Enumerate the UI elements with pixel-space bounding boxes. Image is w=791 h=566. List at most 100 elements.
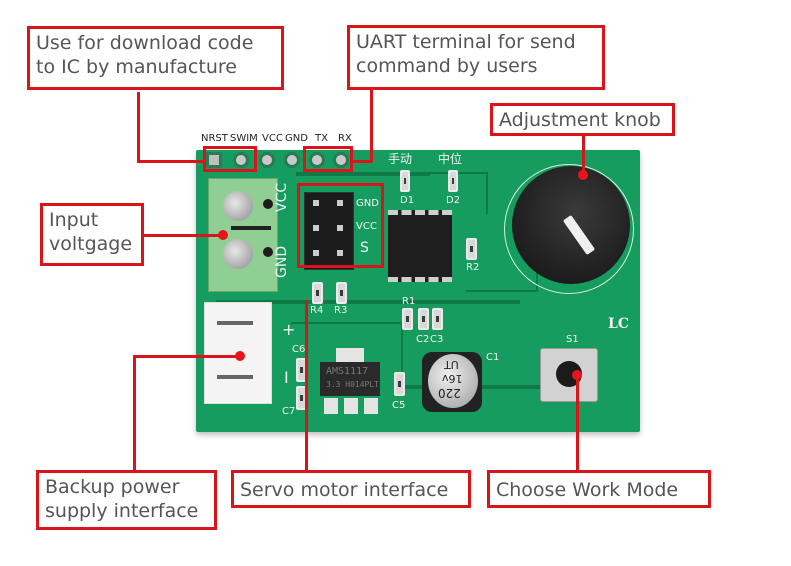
mode-switch[interactable] — [540, 348, 598, 402]
leader-line — [133, 355, 136, 471]
screw-terminal — [208, 178, 278, 292]
silk-c7: C7 — [282, 406, 296, 417]
silk-r2: R2 — [466, 262, 480, 273]
capacitor-c3 — [432, 308, 443, 330]
callout-text: voltgage — [49, 233, 133, 255]
servo-header — [304, 192, 354, 270]
backup-marker — [235, 351, 245, 361]
input-marker — [218, 230, 228, 240]
pin-label-gnd: GND — [285, 133, 308, 144]
pin-label-nrst: NRST — [201, 133, 228, 144]
led-d1 — [400, 170, 410, 192]
callout-uart-terminal: UART terminal for send command by users — [347, 25, 605, 90]
pad-tx — [309, 152, 325, 168]
pcb-trace — [291, 322, 403, 374]
callout-text: Choose Work Mode — [496, 479, 679, 501]
callout-text: Backup power — [45, 476, 180, 498]
cap-voltage: 16v — [442, 372, 463, 385]
highlight-download-pins — [203, 146, 257, 172]
leader-line — [137, 92, 140, 162]
screw-icon — [223, 239, 253, 269]
resistor-r1 — [402, 308, 413, 330]
pin-label-tx: TX — [315, 133, 328, 144]
callout-text: to IC by manufacture — [36, 56, 237, 78]
pcb-board: VCC GND GND VCC S 手动 中位 D1 D2 R2 R4 R3 R… — [196, 150, 640, 432]
silk-d2: D2 — [446, 195, 461, 206]
callout-text: Adjustment knob — [499, 109, 661, 131]
regulator-pin — [324, 398, 338, 414]
regulator-pin — [344, 398, 358, 414]
silk-led2-cn: 中位 — [438, 152, 463, 166]
silk-c3: C3 — [430, 334, 444, 345]
resistor-r3 — [336, 282, 347, 304]
electrolytic-capacitor: UT 16v 220 — [422, 352, 482, 412]
regulator-code: 3.3 H014PLT — [326, 380, 379, 389]
silk-terminal-gnd: GND — [274, 245, 290, 278]
callout-input-voltage: Input voltgage — [40, 203, 144, 266]
silk-servo-vcc: VCC — [356, 221, 377, 232]
regulator-marking: AMS1117 — [326, 366, 369, 377]
resistor-r2 — [466, 238, 477, 260]
switch-marker — [572, 370, 582, 380]
callout-servo-interface: Servo motor interface — [231, 470, 471, 508]
silk-s1: S1 — [566, 334, 579, 345]
silk-c6: C6 — [292, 344, 306, 355]
capacitor-c2 — [418, 308, 429, 330]
silk-c2: C2 — [416, 334, 430, 345]
cap-value: 220 — [438, 386, 461, 400]
silk-r1: R1 — [402, 296, 416, 307]
leader-line — [143, 234, 223, 237]
leader-line — [582, 133, 585, 175]
leader-line — [305, 300, 308, 473]
led-d2 — [448, 170, 458, 192]
highlight-uart-pins — [303, 146, 353, 172]
leader-line — [370, 90, 373, 162]
pad-gnd — [284, 152, 300, 168]
pin-label-swim: SWIM — [230, 133, 258, 144]
pad-vcc — [259, 152, 275, 168]
terminal-hole — [263, 199, 273, 209]
cap-marking: UT — [444, 358, 459, 371]
terminal-divider — [231, 226, 271, 230]
pcb-trace — [296, 172, 430, 176]
silk-c1: C1 — [486, 352, 500, 363]
leader-line — [133, 355, 239, 358]
regulator-tab — [336, 348, 364, 362]
silk-minus: I — [284, 368, 289, 387]
callout-backup-power: Backup power supply interface — [36, 470, 217, 530]
silk-d1: D1 — [400, 195, 415, 206]
silk-servo-s: S — [360, 240, 369, 256]
knob-marker — [578, 170, 588, 180]
leader-line — [137, 160, 205, 163]
callout-text: supply interface — [45, 500, 199, 522]
leader-line — [576, 375, 579, 473]
silk-terminal-vcc: VCC — [274, 182, 290, 212]
knob-indicator — [562, 214, 596, 256]
leader-line — [352, 160, 372, 163]
pad-rx — [333, 152, 349, 168]
callout-text: Servo motor interface — [240, 479, 449, 501]
callout-text: Input — [49, 209, 99, 231]
callout-text: command by users — [356, 55, 538, 77]
screw-icon — [223, 191, 253, 221]
pin-label-vcc: VCC — [262, 133, 283, 144]
highlight-servo-header — [297, 183, 384, 268]
silk-logo: LC — [608, 316, 629, 332]
silk-servo-gnd: GND — [356, 198, 379, 209]
callout-adjustment-knob: Adjustment knob — [490, 103, 675, 136]
callout-work-mode: Choose Work Mode — [487, 470, 711, 508]
voltage-regulator: AMS1117 3.3 H014PLT — [320, 362, 380, 396]
callout-download-code: Use for download code to IC by manufactu… — [27, 26, 284, 90]
callout-text: UART terminal for send — [356, 31, 576, 53]
silk-r4: R4 — [310, 305, 324, 316]
silk-plus: + — [282, 320, 296, 339]
regulator-pin — [364, 398, 378, 414]
terminal-hole — [263, 247, 273, 257]
pin-label-rx: RX — [338, 133, 352, 144]
pad-nrst — [206, 152, 222, 168]
silk-led1-cn: 手动 — [388, 152, 413, 166]
pad-swim — [233, 152, 249, 168]
resistor-r4 — [312, 282, 323, 304]
callout-text: Use for download code — [36, 32, 254, 54]
adjustment-knob[interactable] — [512, 166, 630, 284]
